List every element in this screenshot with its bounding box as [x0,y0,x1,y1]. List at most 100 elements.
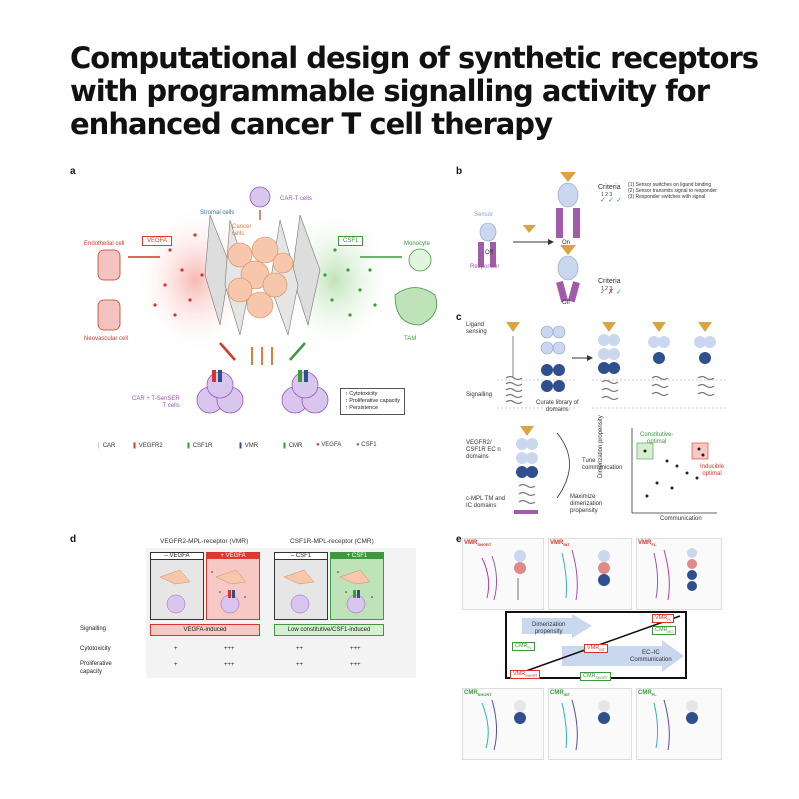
cmr-icon: ❚ [282,443,289,449]
off-label-1: Off [485,250,493,256]
e-vmr-short-cell [462,538,544,610]
neovascular-label: Neovascular cell [84,336,129,342]
responder-label: Responder [470,264,500,270]
title-line-1: Computational design of synthetic recept… [70,41,759,75]
panel-a-illustration [97,186,438,414]
tag-vmr-short: VMRSHORT [510,670,541,680]
effect-cytotoxicity: ↑ Cytotoxicity [345,391,378,397]
vmr-plus-cytotoxicity: +++ [224,646,235,652]
sensor-label: Sensor [474,212,494,218]
panel-c-illustration [497,322,727,514]
dimerization-label: Dimerization propensity [532,622,566,635]
csf1r-icon: ❚ [186,443,193,449]
tag-vmr-fl: VMRFL [652,614,675,624]
svg-text:✓ ✓ ✓: ✓ ✓ ✓ [600,196,622,204]
x-axis-label: Communication [660,516,702,522]
criteria-item-1: (1) Sensor switches on ligand binding [628,182,712,188]
title-line-3: enhanced cancer T cell therapy [70,107,553,141]
e-cmr-int-cell [548,688,632,760]
csf1-dot-icon: ● [356,442,362,448]
cmpl-label: c-MPL TM and IC domains [466,496,506,509]
vmr-minus-proliferative: + [174,662,178,668]
tag-cmr-int-top: CMRINT [652,626,677,636]
vmr-minus-label: – VEGFA [151,553,203,560]
vmr-minus-cytotoxicity: + [174,646,178,652]
effects-box: ↑ Cytotoxicity ↑ Proliferative capacity … [340,388,406,415]
row-signalling-label: Signalling [80,626,107,632]
vmr-plus-label: + VEGFA [207,553,259,559]
criteria-nums-1: 1 2 3 [601,192,613,198]
tam-label: TAM [404,336,417,342]
article-title: Computational design of synthetic recept… [70,42,770,141]
car-icon: ❘ [96,443,103,449]
panel-d-cells [159,569,373,614]
car-sensor-label: CAR + T-SenSER T cells [132,396,180,409]
cmr-minus-label: – CSF1 [275,553,327,560]
car-t-label: CAR-T cells [280,196,312,202]
row-proliferative-label: Proliferative capacity [80,661,112,675]
panel-a-letter: a [70,166,76,177]
e-cmr-fl-label: CMRFL [638,690,657,698]
stromal-label: Stromal cells [200,210,235,216]
tag-vmr-int: VMRINT [584,644,608,654]
e-cmr-short-cell [462,688,544,760]
cmr-plus-cytotoxicity: +++ [350,646,361,652]
legend-csf1r: ❚ CSF1R [186,443,213,449]
vmr-signalling: VEGFA-induced [150,624,260,636]
e-vmr-int-cell [548,538,632,610]
panel-d-letter: d [70,534,77,545]
signalling-label: Signalling [466,392,493,398]
tune-label: Tune communication [582,458,623,471]
panel-e-letter: e [456,534,462,545]
y-axis-label: Dimerization propensity [598,415,604,478]
tag-cmr-fl: CMRFL [512,642,535,652]
vmr-icon: ❚ [238,443,245,449]
e-vmr-fl-cell [636,538,722,610]
svg-text:✓: ✓ [616,288,622,296]
on-label: On [562,240,571,246]
e-cmr-fl-cell [636,688,722,760]
criteria-item-3: (3) Responder switches with signal [628,194,706,200]
vegfa-dot-icon: ● [316,442,322,448]
cmr-plus-label: + CSF1 [331,553,383,559]
cmr-header: CSF1R-MPL-receptor (CMR) [290,538,374,545]
ecic-label: EC–IC Communication [630,650,672,663]
curate-label: Curate library of domains [536,400,579,413]
ligand-sensing-label: Ligand sensing [466,322,487,335]
panel-b-illustration: ✓ ✓ ✓ ✓ ✗ ✓ [478,172,622,303]
legend-car: ❘ CAR [96,443,116,449]
cmr-minus-card: – CSF1 [274,552,328,620]
row-cytotoxicity-label: Cytotoxicity [80,646,111,652]
panel-c-letter: c [456,312,462,323]
e-vmr-short-label: VMRSHORT [464,540,492,548]
vmr-header: VEGFR2-MPL-receptor (VMR) [160,538,249,545]
legend-vegfa: ● VEGFA [316,442,342,448]
e-vmr-fl-label: VMRFL [638,540,657,548]
title-line-2: with programmable signalling activity fo… [70,74,710,108]
tumor-cluster [204,214,321,337]
criteria-label-1: Criteria [598,184,621,191]
panel-b-letter: b [456,166,463,177]
vegfr2-domains-label: VEGFR2/ CSF1R EC n domains [466,440,501,460]
vmr-plus-proliferative: +++ [224,662,235,668]
criteria-nums-2: 1 2 3 [601,286,613,292]
inducible-label: Inducible optimal [700,464,725,477]
tag-cmr-short: CMRSHORT [580,672,611,682]
svg-text:✓: ✓ [600,288,606,296]
svg-text:✗: ✗ [608,288,614,296]
vegfr2-icon: ❚ [132,443,139,449]
cancer-label: Cancer cells [232,224,252,237]
monocyte-label: Monocyte [404,241,431,247]
legend-csf1: ● CSF1 [356,442,377,448]
csf1-box: CSF1 [338,236,364,246]
maximize-label: Maximize dimerization propensity [570,494,603,514]
endothelial-label: Endothelial cell [84,241,125,247]
cmr-minus-cytotoxicity: ++ [296,646,304,652]
e-vmr-int-label: VMRINT [550,540,570,548]
effect-persistence: ↑ Persistence [345,405,379,411]
effect-proliferative: ↑ Proliferative capacity [345,398,401,404]
cmr-signalling: Low constitutive/CSF1-induced [274,624,384,636]
constitutive-label: Constitutive- optimal [640,432,674,445]
e-cmr-int-label: CMRINT [550,690,571,698]
criteria-item-2: (2) Sensor transmits signal to responder [628,188,717,194]
